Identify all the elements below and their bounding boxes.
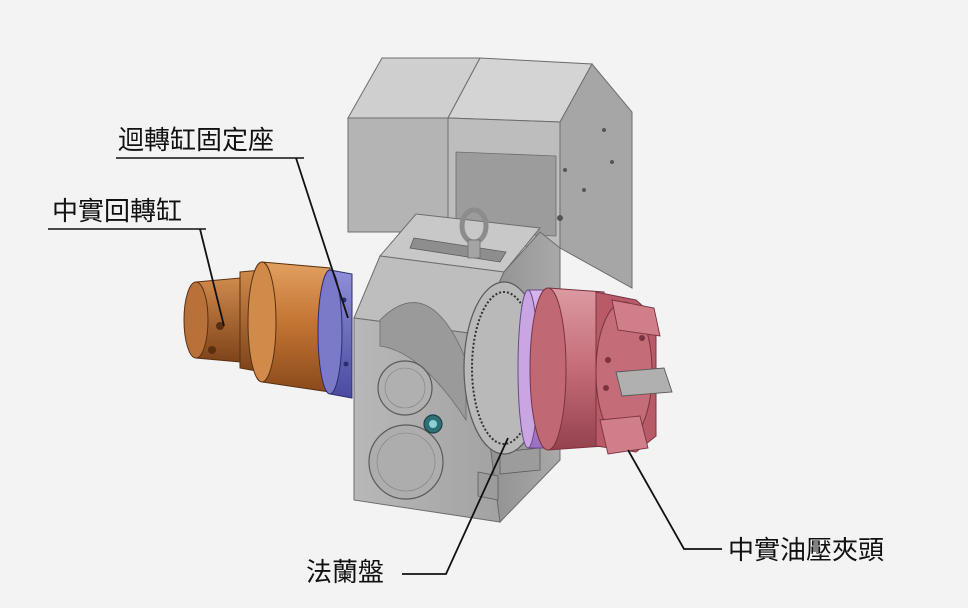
lifting-eye-bolt <box>459 207 489 259</box>
rotary-cylinder-part <box>183 261 353 399</box>
chuck-leader-line <box>627 449 722 550</box>
flange-leader-line <box>402 437 509 575</box>
rotary-leader-line <box>199 228 225 327</box>
label-flange-plate: 法蘭盤 <box>306 558 385 588</box>
label-rotary-cylinder: 中實回轉缸 <box>52 197 183 227</box>
hydraulic-chuck-part <box>517 287 673 455</box>
label-hydraulic-chuck: 中實油壓夾頭 <box>728 536 885 566</box>
motor-housing <box>347 57 633 289</box>
label-rotary-cylinder-fixture: 迴轉缸固定座 <box>118 126 275 156</box>
fixture-leader-line <box>295 157 349 319</box>
